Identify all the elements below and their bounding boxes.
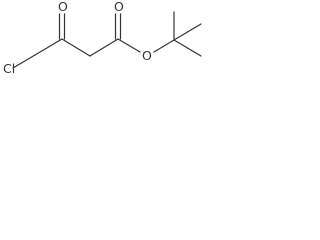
bond-oxygen-tert-carbon xyxy=(153,39,175,53)
bond-cl-ch2 xyxy=(12,54,36,69)
bond-ch2-ketone-carbon xyxy=(34,38,63,56)
bond-tert-methyl-right xyxy=(173,23,202,41)
atom-label-chlorine: Cl xyxy=(3,61,15,76)
bond-ester-carbon-oxygen xyxy=(117,38,141,53)
bond-tert-methyl-down xyxy=(173,39,202,57)
molecule-structure: Cl O O O xyxy=(3,0,202,76)
bond-ch2-ester-carbon xyxy=(89,38,119,57)
bond-ketone-carbon-ch2 xyxy=(61,38,91,57)
atom-label-ketone-oxygen: O xyxy=(58,0,68,14)
atom-label-ester-ether-oxygen: O xyxy=(142,48,152,63)
atom-label-ester-carbonyl-oxygen: O xyxy=(114,0,124,14)
